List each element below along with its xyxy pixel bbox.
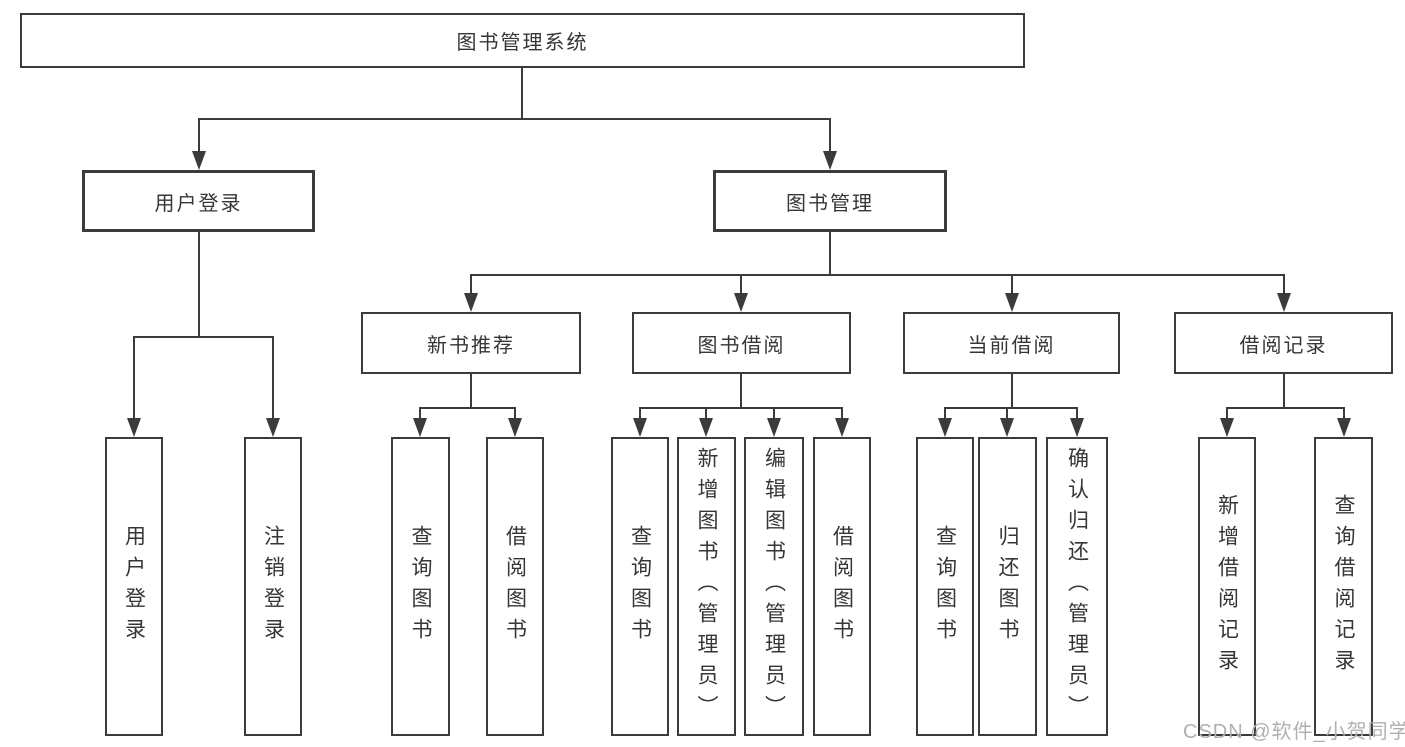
node-root-label: 图书管理系统 (456, 32, 589, 54)
leaf-query-book-borrowing: 查询图书 (611, 437, 669, 736)
arrow-to-borrowing-records (1277, 293, 1291, 312)
arrow-to-leaf-edit-book-admin (767, 418, 781, 437)
leaf-query-borrow-record-label: 查询借阅记录 (1332, 493, 1355, 680)
connector-mgmt-drop-2 (740, 274, 742, 295)
arrow-to-current-borrowing (1005, 293, 1019, 312)
connector-recommend-rail (419, 407, 516, 409)
arrow-to-leaf-query-book-current (938, 418, 952, 437)
node-book-borrowing-label: 图书借阅 (697, 334, 786, 357)
connector-login-stem (198, 232, 200, 338)
connector-records-stem (1283, 374, 1285, 409)
arrow-to-leaf-return-book (1000, 418, 1014, 437)
leaf-borrow-book-recommend-label: 借阅图书 (503, 524, 527, 649)
connector-mgmt-stem (829, 232, 831, 276)
node-new-book-recommend: 新书推荐 (361, 312, 581, 374)
csdn-watermark: CSDN @软件_小贺同学 (1183, 721, 1405, 743)
leaf-return-book: 归还图书 (978, 437, 1037, 736)
node-new-book-recommend-label: 新书推荐 (427, 334, 515, 357)
leaf-add-borrow-record: 新增借阅记录 (1198, 437, 1256, 736)
connector-borrowing-rail (639, 407, 843, 409)
connector-current-drop-3 (1076, 407, 1078, 420)
connector-root-drop-left (198, 118, 200, 153)
node-book-management: 图书管理 (713, 170, 947, 232)
arrow-to-leaf-add-book-admin (699, 418, 713, 437)
connector-borrowing-stem (740, 374, 742, 409)
arrow-to-leaf-user-login (127, 418, 141, 437)
arrow-to-leaf-query-borrow-record (1337, 418, 1351, 437)
connector-login-rail (133, 336, 274, 338)
node-current-borrowing-label: 当前借阅 (967, 334, 1056, 357)
leaf-user-login: 用户登录 (105, 437, 163, 736)
connector-borrowing-drop-2 (705, 407, 707, 420)
leaf-user-login-label: 用户登录 (122, 524, 146, 649)
arrow-to-leaf-borrow-book (835, 418, 849, 437)
connector-mgmt-drop-3 (1011, 274, 1013, 295)
connector-current-stem (1011, 374, 1013, 409)
connector-records-drop-1 (1226, 407, 1228, 420)
connector-records-rail (1226, 407, 1345, 409)
connector-root-drop-right (829, 118, 831, 153)
arrow-to-user-login (192, 151, 206, 170)
leaf-return-book-label: 归还图书 (996, 524, 1019, 649)
leaf-add-book-admin-label: 新增图书（管理员） (695, 447, 718, 726)
connector-recommend-stem (470, 374, 472, 409)
connector-current-drop-2 (1006, 407, 1008, 420)
leaf-query-book-borrowing-label: 查询图书 (628, 524, 652, 649)
connector-root-stem (521, 68, 523, 120)
leaf-add-book-admin: 新增图书（管理员） (677, 437, 736, 736)
connector-login-drop-2 (272, 336, 274, 419)
leaf-query-book-recommend: 查询图书 (391, 437, 450, 736)
connector-current-rail (944, 407, 1078, 409)
leaf-query-book-current-label: 查询图书 (933, 524, 957, 649)
node-root: 图书管理系统 (20, 13, 1025, 68)
arrow-to-leaf-logout (266, 418, 280, 437)
node-user-login-label: 用户登录 (154, 192, 243, 215)
leaf-confirm-return-admin: 确认归还（管理员） (1046, 437, 1108, 736)
node-book-management-label: 图书管理 (786, 192, 874, 215)
connector-root-rail (198, 118, 831, 120)
leaf-query-book-current: 查询图书 (916, 437, 974, 736)
leaf-borrow-book: 借阅图书 (813, 437, 871, 736)
connector-login-drop-1 (133, 336, 135, 419)
connector-recommend-drop-1 (419, 407, 421, 420)
connector-current-drop-1 (944, 407, 946, 420)
connector-mgmt-drop-4 (1283, 274, 1285, 295)
connector-borrowing-drop-1 (639, 407, 641, 420)
leaf-logout-label: 注销登录 (261, 524, 285, 649)
leaf-borrow-book-recommend: 借阅图书 (486, 437, 544, 736)
arrow-to-leaf-confirm-return-admin (1070, 418, 1084, 437)
leaf-query-borrow-record: 查询借阅记录 (1314, 437, 1373, 736)
node-borrowing-records: 借阅记录 (1174, 312, 1393, 374)
connector-recommend-drop-2 (514, 407, 516, 420)
leaf-borrow-book-label: 借阅图书 (830, 524, 854, 649)
connector-mgmt-rail (470, 274, 1285, 276)
arrow-to-leaf-query-book-recommend (413, 418, 427, 437)
arrow-to-leaf-borrow-book-recommend (508, 418, 522, 437)
arrow-to-book-borrowing (734, 293, 748, 312)
arrow-to-book-management (823, 151, 837, 170)
leaf-query-book-recommend-label: 查询图书 (409, 524, 432, 649)
leaf-logout: 注销登录 (244, 437, 302, 736)
node-user-login: 用户登录 (82, 170, 315, 232)
leaf-edit-book-admin-label: 编辑图书（管理员） (762, 447, 786, 726)
leaf-confirm-return-admin-label: 确认归还（管理员） (1065, 447, 1089, 726)
leaf-edit-book-admin: 编辑图书（管理员） (744, 437, 804, 736)
arrow-to-leaf-query-book-borrowing (633, 418, 647, 437)
node-book-borrowing: 图书借阅 (632, 312, 851, 374)
node-borrowing-records-label: 借阅记录 (1239, 334, 1328, 357)
arrow-to-leaf-add-borrow-record (1220, 418, 1234, 437)
arrow-to-new-book-recommend (464, 293, 478, 312)
connector-borrowing-drop-3 (773, 407, 775, 420)
connector-borrowing-drop-4 (841, 407, 843, 420)
connector-mgmt-drop-1 (470, 274, 472, 295)
connector-records-drop-2 (1343, 407, 1345, 420)
node-current-borrowing: 当前借阅 (903, 312, 1120, 374)
leaf-add-borrow-record-label: 新增借阅记录 (1215, 493, 1239, 680)
